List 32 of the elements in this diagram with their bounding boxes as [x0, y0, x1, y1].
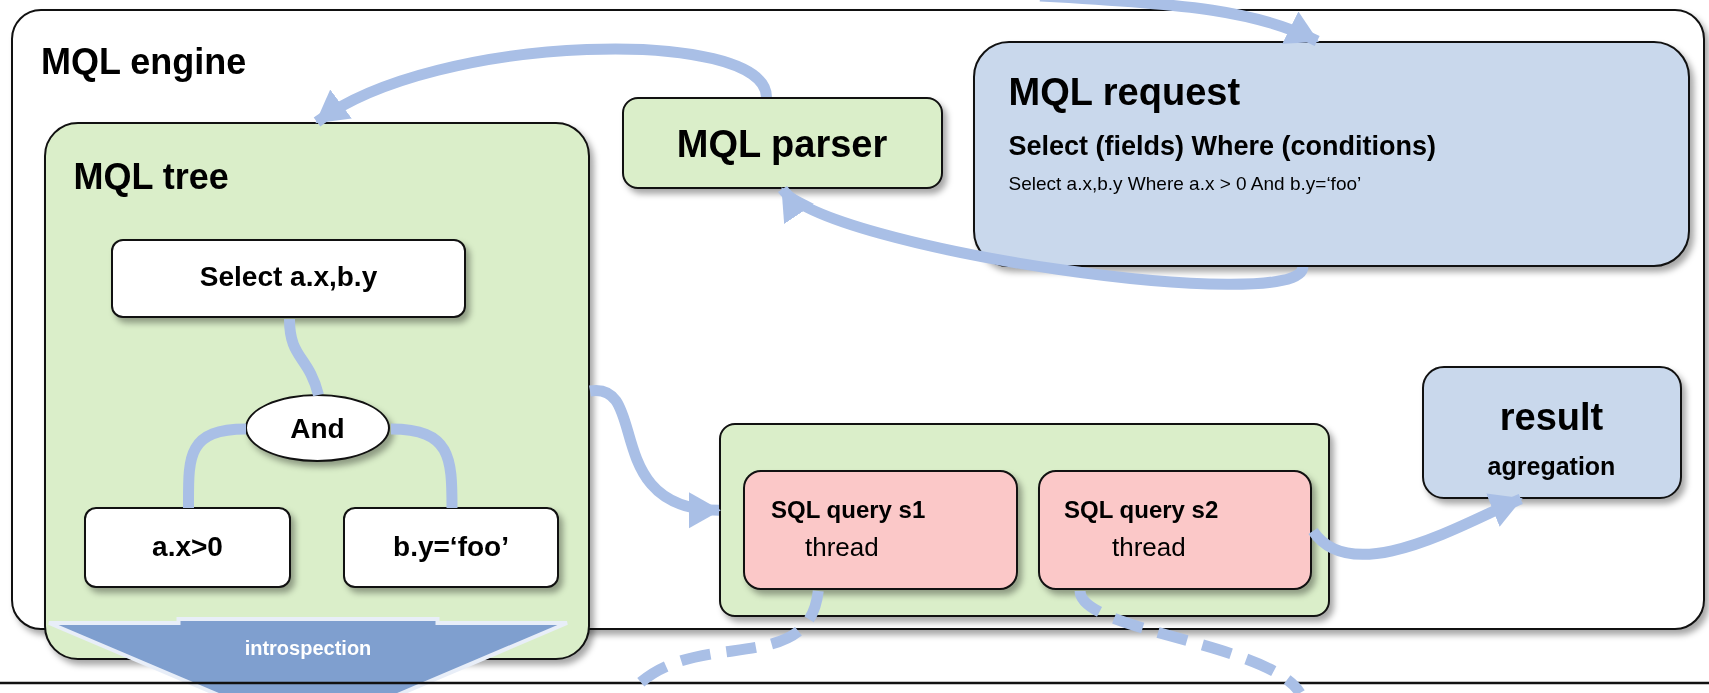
node-subtitle: thread	[805, 532, 879, 563]
node-subtitle: thread	[1112, 532, 1186, 563]
panel-box	[43, 121, 590, 660]
node-title: result	[1498, 395, 1605, 439]
example-text: Select a.x,b.y Where a.x > 0 And b.y=‘foo’	[1008, 172, 1362, 195]
arrow-label: introspection	[243, 637, 373, 660]
panel-title: MQL tree	[73, 155, 229, 198]
dashed-connector	[1075, 588, 1305, 693]
node-subtitle: agregation	[1486, 451, 1617, 481]
node-label: MQL parser	[675, 122, 889, 166]
node-title: MQL request	[1008, 70, 1241, 114]
arrow	[1039, 0, 1320, 46]
rounded-box	[743, 470, 1018, 590]
group-box	[718, 422, 1330, 617]
syntax-text: Select (fields) Where (conditions)	[1008, 130, 1437, 162]
rounded-box	[111, 239, 466, 318]
node-label: b.y=‘foo’	[392, 531, 510, 563]
rounded-box	[621, 96, 943, 189]
node-title: SQL query s2	[1064, 496, 1219, 524]
node-title: SQL query s1	[771, 496, 926, 524]
rounded-box	[972, 40, 1690, 267]
rounded-box	[1038, 470, 1312, 590]
rounded-box	[1421, 365, 1682, 499]
node-label: Select a.x,b.y	[198, 261, 379, 293]
rounded-box	[343, 507, 559, 588]
rounded-box	[84, 507, 291, 588]
panel-title: MQL engine	[41, 41, 247, 83]
node-label: a.x>0	[151, 531, 224, 563]
node-label: And	[289, 413, 346, 445]
arrow	[314, 43, 772, 127]
arrow	[1309, 493, 1523, 560]
arrow	[589, 385, 721, 526]
